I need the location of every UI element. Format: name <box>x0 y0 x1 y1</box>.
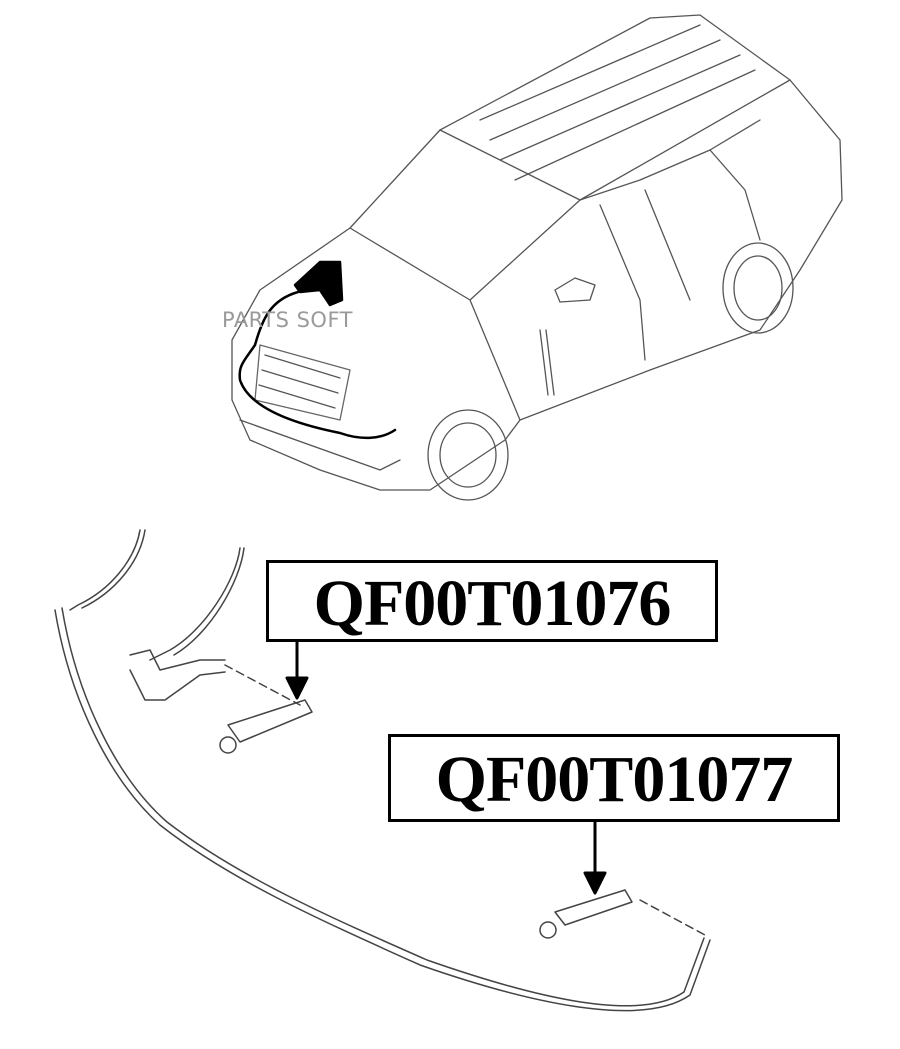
watermark: PARTS SOFT <box>222 308 353 332</box>
callout-arrows <box>285 640 607 895</box>
washer-hose-on-vehicle <box>238 260 397 440</box>
washer-jet-left <box>219 699 313 754</box>
vehicle-illustration <box>231 14 843 501</box>
part-number-callout-right: QF00T01077 <box>388 734 840 822</box>
washer-jet-right <box>539 889 633 939</box>
part-number-callout-left: QF00T01076 <box>266 560 718 642</box>
washer-hose-assembly <box>54 529 711 1012</box>
